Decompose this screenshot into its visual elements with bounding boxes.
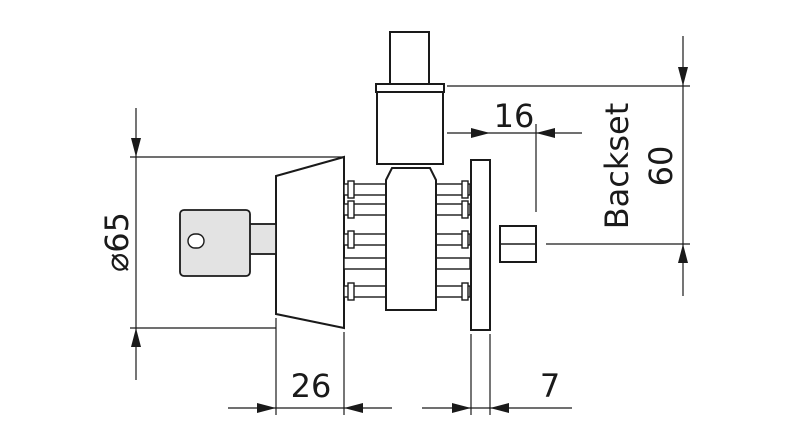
diameter-dimension: [130, 108, 344, 380]
diameter-label: ⌀65: [98, 212, 136, 272]
key-hole: [187, 233, 205, 249]
backset-value: 60: [642, 146, 680, 187]
dimension-26-label: 26: [291, 367, 332, 405]
dimension-16: [447, 124, 582, 212]
dimension-26: [228, 318, 392, 415]
key-head: [179, 209, 251, 277]
rod-collars: [347, 180, 469, 301]
backset-label: Backset: [598, 103, 636, 230]
dimension-7: [422, 334, 572, 415]
mounting-plate: [470, 159, 491, 331]
cylinder-body: [275, 155, 345, 330]
backset-dimension: [447, 36, 690, 296]
dimension-16-label: 16: [494, 97, 535, 135]
central-housing: [385, 167, 437, 311]
plunger: [389, 31, 430, 85]
upper-sleeve: [376, 87, 444, 165]
dimension-7-label: 7: [540, 367, 560, 405]
upper-sleeve-collar: [375, 83, 445, 93]
